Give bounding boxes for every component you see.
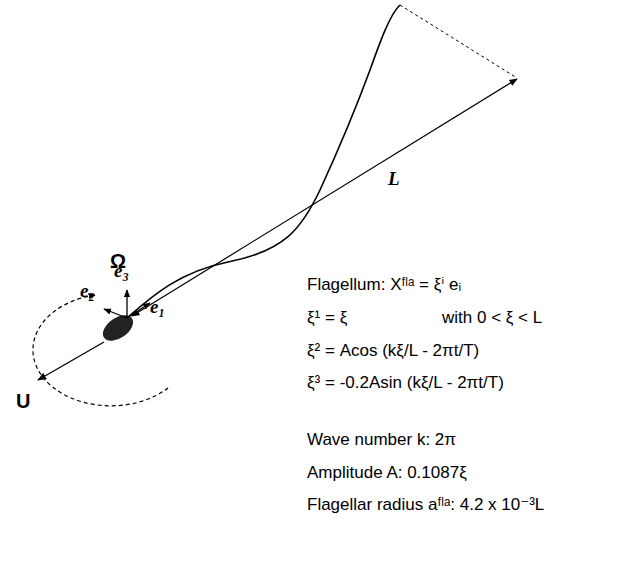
axis-label: e₃ xyxy=(114,260,129,282)
tip-guide xyxy=(400,5,517,78)
parameter-text: Wave number k: 2π xyxy=(307,430,456,450)
axis-label: e₂ xyxy=(80,280,95,302)
e1-vector xyxy=(127,303,150,318)
equation-text: ξ³ = -0.2Asin (kξ/L - 2πt/T) xyxy=(307,373,504,393)
length-arrow xyxy=(132,79,517,316)
velocity-label: U xyxy=(16,390,30,413)
e2-vector xyxy=(104,309,127,318)
equation-note: with 0 < ξ < L xyxy=(442,308,542,328)
rotation-arc xyxy=(33,295,168,406)
e3-vector xyxy=(126,290,127,318)
flagellum-curve xyxy=(127,5,400,318)
parameter-text: Amplitude A: 0.1087ξ xyxy=(307,463,467,483)
equation-text: Flagellum: Xᶠˡᵃ = ξⁱ eᵢ xyxy=(307,275,461,295)
parameter-text: Flagellar radius aᶠˡᵃ: 4.2 x 10⁻³L xyxy=(307,495,544,515)
equation-text: ξ² = Acos (kξ/L - 2πt/T) xyxy=(307,341,479,361)
length-label: L xyxy=(388,168,400,190)
equation-text: ξ¹ = ξ xyxy=(307,308,347,328)
axis-label: e₁ xyxy=(150,296,165,318)
velocity-arrow xyxy=(38,342,104,380)
